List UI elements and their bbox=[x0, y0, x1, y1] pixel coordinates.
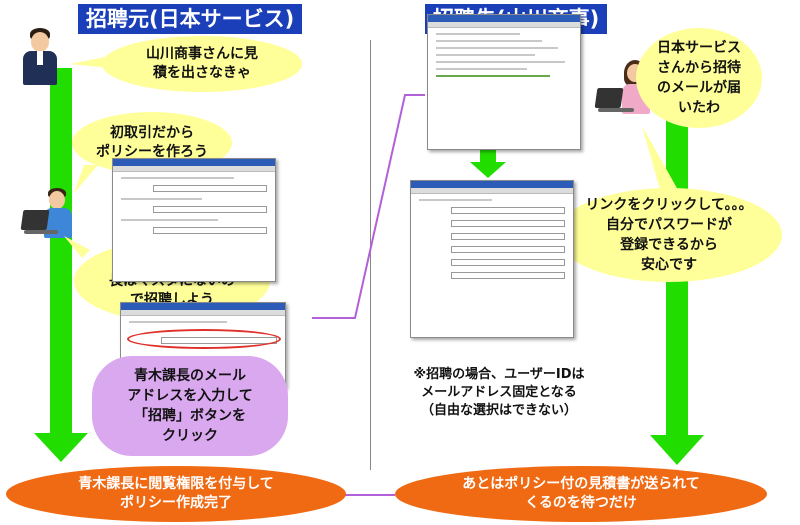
left-title: 招聘元(日本サービス) bbox=[78, 4, 303, 34]
businessman-icon bbox=[18, 28, 62, 86]
highlight-circle bbox=[127, 329, 281, 349]
right-flow-arrow-head bbox=[650, 435, 704, 465]
policy-screen-thumbnail bbox=[112, 158, 276, 282]
bubble-invite-tail bbox=[64, 236, 90, 258]
bubble-policy-tail bbox=[74, 165, 98, 193]
bubble-received-text: 日本サービス さんから招待 のメールが届 いたわ bbox=[657, 40, 741, 116]
bubble-quote-tail bbox=[70, 56, 110, 68]
bubble-received: 日本サービス さんから招待 のメールが届 いたわ bbox=[636, 28, 762, 128]
invite-connector-line bbox=[312, 94, 425, 319]
center-divider bbox=[370, 40, 371, 470]
registration-screen-thumbnail bbox=[410, 180, 574, 338]
bubble-register-tail bbox=[642, 126, 678, 190]
bubble-policy-text: 初取引だから ポリシーを作ろう bbox=[96, 125, 208, 160]
bottom-right-oval: あとはポリシー付の見積書が送られて くるのを待つだけ bbox=[395, 466, 767, 522]
laptop-user-icon bbox=[20, 188, 76, 244]
invite-note: ※招聘の場合、ユーザーIDは メールアドレス固定となる （自由な選択はできない） bbox=[413, 367, 585, 418]
small-flow-arrow-shaft bbox=[480, 148, 496, 162]
bubble-register: リンクをクリックして。。。 自分でパスワードが 登録できるから 安心です bbox=[556, 188, 782, 282]
bubble-register-text: リンクをクリックして。。。 自分でパスワードが 登録できるから 安心です bbox=[585, 197, 753, 273]
instruction-cloud: 青木課長のメール アドレスを入力して 「招聘」ボタンを クリック bbox=[92, 356, 288, 456]
small-flow-arrow-head bbox=[470, 162, 506, 178]
mail-screen-thumbnail bbox=[427, 14, 581, 150]
left-flow-arrow-shaft bbox=[50, 68, 72, 433]
left-flow-arrow-head bbox=[34, 433, 88, 462]
bubble-quote-text: 山川商事さんに見 積を出さなきゃ bbox=[146, 46, 258, 81]
bottom-left-oval: 青木課長に閲覧権限を付与して ポリシー作成完了 bbox=[6, 466, 346, 522]
bubble-quote: 山川商事さんに見 積を出さなきゃ bbox=[102, 36, 302, 92]
